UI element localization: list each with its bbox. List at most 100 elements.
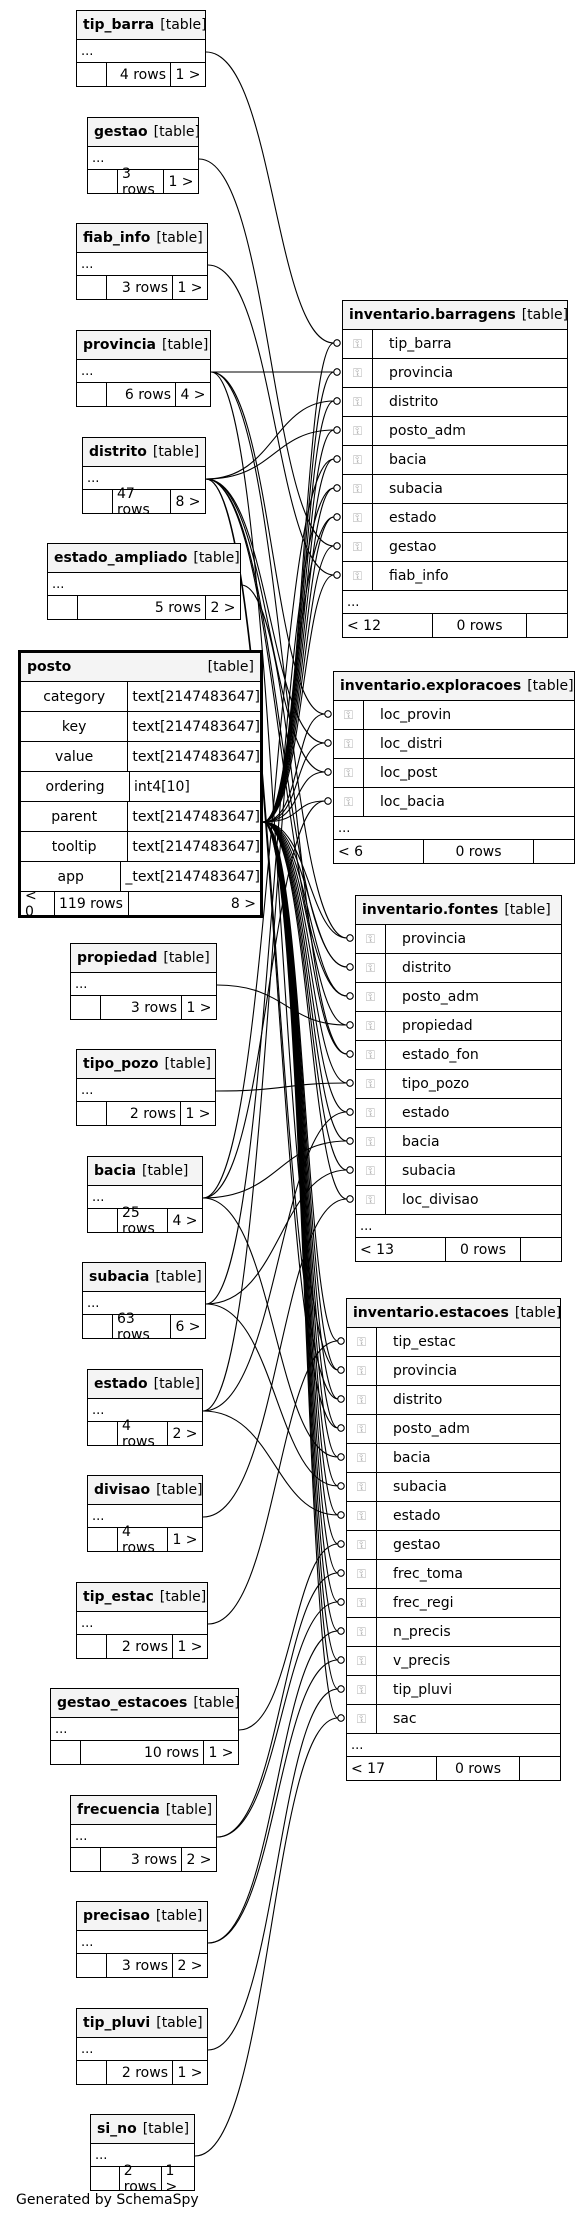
- row-count: 25 rows: [118, 1205, 168, 1237]
- table-name: gestao: [94, 124, 148, 140]
- parents-count: [77, 383, 107, 406]
- column-name: distrito: [389, 394, 439, 410]
- table-name: divisao: [94, 1482, 151, 1498]
- table-preview: ...: [77, 2038, 207, 2061]
- table-type: [table]: [504, 902, 551, 918]
- children-link[interactable]: 1 >: [172, 1531, 198, 1548]
- column-row: ⚿distrito: [347, 1386, 560, 1415]
- relationship-edge: [205, 478, 348, 997]
- table-name: inventario.estacoes: [353, 1305, 509, 1321]
- column-row: ⚿loc_divisao: [356, 1186, 561, 1215]
- parents-count: [88, 170, 118, 193]
- table-header: tip_pluvi[table]: [77, 2009, 207, 2038]
- relationship-edge: [202, 458, 335, 1199]
- children-link[interactable]: 1 >: [177, 2064, 203, 2081]
- parents-count: [77, 1635, 107, 1658]
- column-name: estado: [393, 1508, 441, 1524]
- column-name: n_precis: [393, 1624, 451, 1640]
- children-link[interactable]: 1 >: [175, 66, 201, 83]
- children-link[interactable]: 1 >: [165, 2162, 178, 2195]
- table-inventario-barragens[interactable]: inventario.barragens[table]⚿tip_barra⚿pr…: [342, 300, 568, 638]
- column-row: ⚿subacia: [347, 1473, 560, 1502]
- column-name: bacia: [389, 452, 427, 468]
- table-type: [table]: [156, 2015, 203, 2031]
- children-link[interactable]: 2 >: [210, 599, 236, 616]
- children-link[interactable]: 8 >: [175, 493, 201, 510]
- parents-count: [71, 1848, 101, 1871]
- table-inventario-estacoes[interactable]: inventario.estacoes[table]⚿tip_estac⚿pro…: [346, 1298, 561, 1781]
- edge-endpoint: [333, 397, 341, 405]
- row-count: 2 rows: [107, 2061, 173, 2084]
- column-name: estado: [389, 510, 437, 526]
- column-row: ⚿estado: [356, 1099, 561, 1128]
- children-link[interactable]: 2 >: [177, 1957, 203, 1974]
- table-name: estado_ampliado: [54, 550, 188, 566]
- edge-endpoint: [346, 992, 354, 1000]
- key-icon: ⚿: [356, 1099, 386, 1127]
- children-link[interactable]: 2 >: [172, 1425, 198, 1442]
- column-row: ⚿sac: [347, 1705, 560, 1734]
- parents-count: < 13: [356, 1238, 446, 1261]
- column-row: ⚿gestao: [347, 1531, 560, 1560]
- column-name: distrito: [393, 1392, 443, 1408]
- parents-count: < 6: [334, 840, 424, 863]
- column-name: gestao: [389, 539, 437, 555]
- children-link[interactable]: 1 >: [168, 173, 194, 190]
- children-link[interactable]: 2 >: [186, 1851, 212, 1868]
- children-link[interactable]: 4 >: [180, 386, 206, 403]
- children-link[interactable]: 6 >: [175, 1318, 201, 1335]
- table-preview: ...: [91, 2144, 194, 2167]
- column-name: subacia: [393, 1479, 447, 1495]
- children-link[interactable]: 1 >: [177, 279, 203, 296]
- table-type: [table]: [156, 230, 203, 246]
- table-preview: ...: [88, 1399, 202, 1422]
- children-link[interactable]: 8 >: [230, 895, 256, 912]
- row-count: 0 rows: [446, 1238, 521, 1261]
- key-icon: ⚿: [343, 562, 373, 590]
- table-preview: ...: [356, 1215, 561, 1238]
- edge-endpoint: [346, 1079, 354, 1087]
- children-link[interactable]: 1 >: [208, 1744, 234, 1761]
- edge-endpoint: [324, 739, 332, 747]
- key-icon: ⚿: [356, 1128, 386, 1156]
- key-icon: ⚿: [334, 701, 364, 729]
- table-type: [table]: [164, 1056, 211, 1072]
- table-header: inventario.fontes[table]: [356, 896, 561, 925]
- children-link: [534, 840, 574, 863]
- children-link[interactable]: 1 >: [185, 1105, 211, 1122]
- row-count: 2 rows: [107, 1102, 181, 1125]
- table-type: [table]: [152, 444, 200, 460]
- parents-count: < 17: [347, 1757, 437, 1780]
- column-name: tipo_pozo: [402, 1076, 470, 1092]
- column-row: app_text[2147483647]: [21, 862, 260, 892]
- row-count: 3 rows: [107, 1954, 173, 1977]
- children-link[interactable]: 4 >: [172, 1212, 198, 1229]
- children-link[interactable]: 1 >: [177, 1638, 203, 1655]
- table-inventario-exploracoes[interactable]: inventario.exploracoes[table]⚿loc_provin…: [333, 671, 575, 864]
- column-row: ⚿frec_regi: [347, 1589, 560, 1618]
- table-header: inventario.exploracoes[table]: [334, 672, 574, 701]
- table-inventario-fontes[interactable]: inventario.fontes[table]⚿provincia⚿distr…: [355, 895, 562, 1262]
- children-link[interactable]: 1 >: [186, 999, 212, 1016]
- column-row: ⚿subacia: [356, 1157, 561, 1186]
